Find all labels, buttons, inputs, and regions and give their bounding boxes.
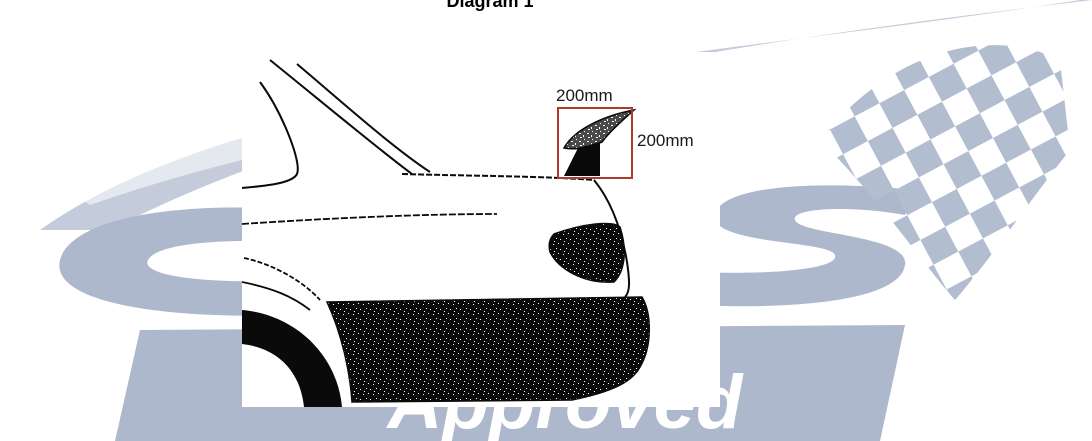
rear-wheel bbox=[242, 310, 342, 407]
dimension-height-label: 200mm bbox=[637, 131, 694, 150]
rear-window-line-inner bbox=[296, 63, 431, 173]
rear-body-outline bbox=[593, 179, 631, 298]
rear-window-line-outer bbox=[269, 59, 413, 175]
dimension-width-label: 200mm bbox=[556, 86, 613, 105]
rear-pillar-line bbox=[242, 81, 299, 189]
spoiler-dimension-box bbox=[557, 107, 633, 179]
body-crease-line bbox=[242, 213, 498, 225]
watermark-checkered-flag bbox=[820, 45, 1070, 300]
diagram-title: Diagram 1 bbox=[446, 0, 534, 11]
spoiler-stand bbox=[564, 142, 600, 176]
tail-lamp bbox=[548, 222, 626, 283]
watermark-swoosh bbox=[40, 0, 1092, 230]
car-drawing-panel bbox=[242, 52, 720, 407]
wheel-arch-line-lower bbox=[242, 281, 311, 311]
watermark-letter-s bbox=[690, 185, 915, 307]
car-rear-drawing bbox=[242, 59, 650, 407]
wheel-arch-line-upper bbox=[243, 257, 321, 301]
rear-bumper bbox=[325, 296, 650, 403]
